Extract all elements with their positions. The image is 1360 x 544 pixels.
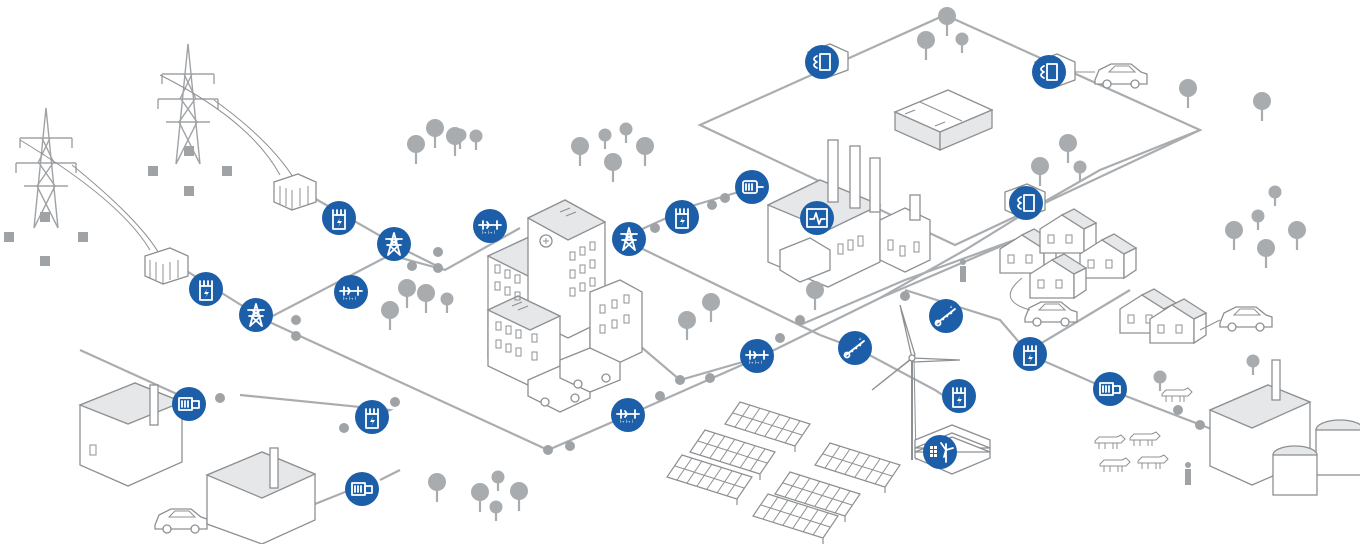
people — [960, 259, 1191, 485]
power-plant-2 — [205, 447, 317, 544]
substation-transformer-1 — [144, 247, 189, 285]
pylon-badge-1[interactable] — [239, 298, 273, 332]
wind-turbine — [871, 304, 961, 461]
pylon-badge-3[interactable] — [612, 222, 646, 256]
storage-converter-badge-2[interactable] — [1032, 55, 1066, 89]
power-pylon-left — [4, 107, 161, 266]
svg-text:⌂: ⌂ — [950, 304, 953, 309]
factory-building — [766, 139, 931, 288]
residential-houses — [999, 208, 1207, 344]
power-plant-1 — [78, 382, 184, 487]
transformer-badge-6[interactable] — [1013, 337, 1047, 371]
pylon-badge-2[interactable] — [377, 227, 411, 261]
generator-badge-1[interactable] — [172, 387, 206, 421]
generator-badge-2[interactable] — [345, 472, 379, 506]
storage-converter-badge-1[interactable] — [805, 45, 839, 79]
storage-converter-badge-3[interactable] — [1009, 186, 1043, 220]
svg-text:⌂: ⌂ — [859, 336, 862, 341]
transformer-badge-1[interactable] — [189, 272, 223, 306]
transformer-badge-3[interactable] — [665, 200, 699, 234]
substation-transformer-2 — [273, 173, 317, 211]
switchgear-badge-4[interactable]: I→ I→ I — [611, 398, 645, 432]
ev-charging-badge-2[interactable]: ⌂ — [838, 331, 872, 365]
generator-badge-3[interactable] — [1093, 372, 1127, 406]
svg-text:I→ I→ I: I→ I→ I — [343, 296, 356, 301]
battery-storage — [893, 89, 994, 152]
svg-text:I→ I→ I: I→ I→ I — [482, 230, 495, 235]
power-pylon-right — [148, 43, 296, 196]
transformer-badge-4[interactable] — [355, 400, 389, 434]
converter-badge[interactable] — [800, 201, 834, 235]
biogas-plant — [1208, 359, 1360, 496]
hospital-building — [486, 199, 643, 413]
ev-charging-badge-1[interactable]: ⌂ — [929, 299, 963, 333]
ambulance-2 — [559, 347, 621, 393]
svg-text:I→ I→ I: I→ I→ I — [620, 419, 633, 424]
wind-park-badge[interactable] — [923, 435, 957, 469]
switchgear-badge-3[interactable]: I→ I→ I — [740, 339, 774, 373]
transformer-badge-2[interactable] — [322, 201, 356, 235]
solar-field — [666, 401, 901, 544]
switchgear-badge-1[interactable]: I→ I→ I — [334, 275, 368, 309]
switchgear-badge-2[interactable]: I→ I→ I — [473, 209, 507, 243]
motor-badge[interactable] — [735, 170, 769, 204]
transformer-badge-5[interactable] — [942, 379, 976, 413]
svg-text:I→ I→ I: I→ I→ I — [749, 360, 762, 365]
